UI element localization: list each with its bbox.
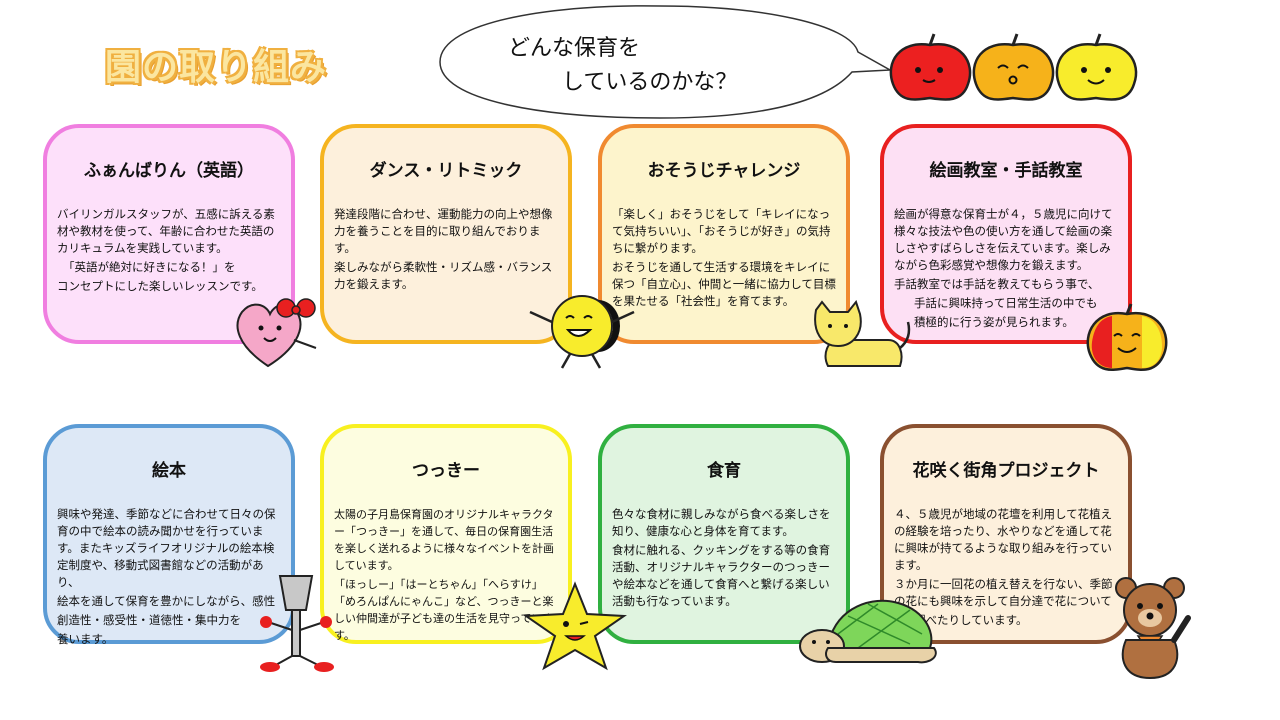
card-paragraph: 「ほっしー」「はーとちゃん」「へらすけ」「めろんぱんにゃんこ」など、つっきーと楽… <box>334 578 554 642</box>
star-character-icon <box>523 581 627 671</box>
card-paragraph: 食材に触れる、クッキングをする等の食育活動、オリジナルキャラクターのつっきーや絵… <box>612 543 831 608</box>
card-paragraph: 楽しみながら柔軟性・リズム感・バランス力を鍛えます。 <box>334 260 553 291</box>
card-title: つっきー <box>412 461 480 481</box>
card-paragraph: 発達段階に合わせ、運動能力の向上や想像力を養うことを目的に取り組んでおります。 <box>334 207 553 255</box>
card-paragraph: バイリンガルスタッフが、五感に訴える素材や教材を使って、年齢に合わせた英語のカリ… <box>57 207 275 255</box>
card-paragraph: 手話に興味持って日常生活の中でも <box>914 296 1098 310</box>
card-paragraph: コンセプトにした楽しいレッスンです。 <box>57 279 263 293</box>
card-paragraph: 「楽しく」おそうじをして「キレイになって気持ちいい」、「おそうじが好き」の気持ち… <box>612 207 831 255</box>
card-tsukki: つっきー 太陽の子月島保育園のオリジナルキャラクター「つっきー」を通して、毎日の… <box>320 424 572 644</box>
card-title: ふぁんばりん（英語） <box>84 161 254 181</box>
apple-red-icon <box>889 33 972 101</box>
card-paragraph: 手話教室では手話を教えてもらう事で、 <box>894 277 1100 291</box>
cat-character-icon <box>814 300 911 367</box>
card-paragraph: 絵本を通して保育を豊かにしながら、感性 <box>57 594 276 608</box>
bubble-line-1: どんな保育を <box>508 36 641 61</box>
card-paragraph: 興味や発達、季節などに合わせて日々の保育の中で絵本の読み聞かせを行っています。ま… <box>57 507 276 589</box>
card-paragraph: 絵画が得意な保育士が４，５歳児に向けて様々な技法や色の使い方を通して絵画の楽しさ… <box>894 207 1113 272</box>
speech-bubble <box>439 5 1138 119</box>
card-paragraph: 創造性・感受性・道徳性・集中力を <box>57 613 241 627</box>
card-title: 絵画教室・手話教室 <box>929 161 1083 181</box>
apple-orange-icon <box>972 33 1055 101</box>
card-body: 絵画が得意な保育士が４，５歳児に向けて様々な技法や色の使い方を通して絵画の楽しさ… <box>894 206 1118 333</box>
turtle-melonpan-icon <box>799 599 937 664</box>
card-paragraph: おそうじを通して生活する環境をキレイに保つ「自立心」、仲間と一緒に協力して目標を… <box>612 260 836 308</box>
card-english: ふぁんばりん（英語） バイリンガルスタッフが、五感に訴える素材や教材を使って、年… <box>43 124 295 344</box>
card-paragraph: ４、５歳児が地域の花壇を利用して花植えの経験を培ったり、水やりなどを通して花に興… <box>894 507 1113 572</box>
card-title: 絵本 <box>152 461 186 481</box>
card-title: 花咲く街角プロジェクト <box>912 461 1100 481</box>
card-food-education: 食育 色々な食材に親しみながら食べる楽しさを知り、健康な心と身体を育てます。 食… <box>598 424 850 644</box>
card-body: 発達段階に合わせ、運動能力の向上や想像力を養うことを目的に取り組んでおります。 … <box>334 206 558 295</box>
card-body: 太陽の子月島保育園のオリジナルキャラクター「つっきー」を通して、毎日の保育園生活… <box>334 506 558 646</box>
apple-yellow-icon <box>1055 33 1138 101</box>
apple-character-icon <box>1086 303 1168 371</box>
spatula-character-icon <box>260 575 334 672</box>
card-body: 色々な食材に親しみながら食べる楽しさを知り、健康な心と身体を育てます。 食材に触… <box>612 506 836 612</box>
bear-character-icon <box>1115 577 1191 680</box>
card-flower-project: 花咲く街角プロジェクト ４、５歳児が地域の花壇を利用して花植えの経験を培ったり、… <box>880 424 1132 644</box>
card-body: 興味や発達、季節などに合わせて日々の保育の中で絵本の読み聞かせを行っています。ま… <box>57 506 281 650</box>
card-title: 食育 <box>707 461 741 481</box>
card-body: バイリンガルスタッフが、五感に訴える素材や教材を使って、年齢に合わせた英語のカリ… <box>57 206 281 297</box>
card-cleaning: おそうじチャレンジ 「楽しく」おそうじをして「キレイになって気持ちいい」、「おそ… <box>598 124 850 344</box>
card-paragraph: 調べたりしています。 <box>914 613 1028 627</box>
card-art-sign: 絵画教室・手話教室 絵画が得意な保育士が４，５歳児に向けて様々な技法や色の使い方… <box>880 124 1132 344</box>
card-paragraph: 「英語が絶対に好きになる！」を <box>63 260 236 274</box>
card-title: おそうじチャレンジ <box>647 161 801 181</box>
card-paragraph: 養います。 <box>57 632 114 646</box>
heart-character-icon <box>236 298 317 368</box>
page-title: 園の取り組み <box>105 47 328 88</box>
card-body: ４、５歳児が地域の花壇を利用して花植えの経験を培ったり、水やりなどを通して花に興… <box>894 506 1118 631</box>
card-paragraph: 色々な食材に親しみながら食べる楽しさを知り、健康な心と身体を育てます。 <box>612 507 831 538</box>
card-paragraph: 太陽の子月島保育園のオリジナルキャラクター「つっきー」を通して、毎日の保育園生活… <box>334 508 554 572</box>
moon-character-icon <box>529 295 635 369</box>
card-paragraph: ３か月に一回花の植え替えを行ない、季節の花にも興味を示して自分達で花について <box>894 577 1113 608</box>
card-paragraph: 積極的に行う姿が見られます。 <box>914 315 1074 329</box>
card-dance: ダンス・リトミック 発達段階に合わせ、運動能力の向上や想像力を養うことを目的に取… <box>320 124 572 344</box>
card-title: ダンス・リトミック <box>369 161 523 181</box>
bubble-line-2: しているのかな？ <box>562 70 738 95</box>
card-picture-book: 絵本 興味や発達、季節などに合わせて日々の保育の中で絵本の読み聞かせを行っていま… <box>43 424 295 646</box>
card-body: 「楽しく」おそうじをして「キレイになって気持ちいい」、「おそうじが好き」の気持ち… <box>612 206 836 312</box>
